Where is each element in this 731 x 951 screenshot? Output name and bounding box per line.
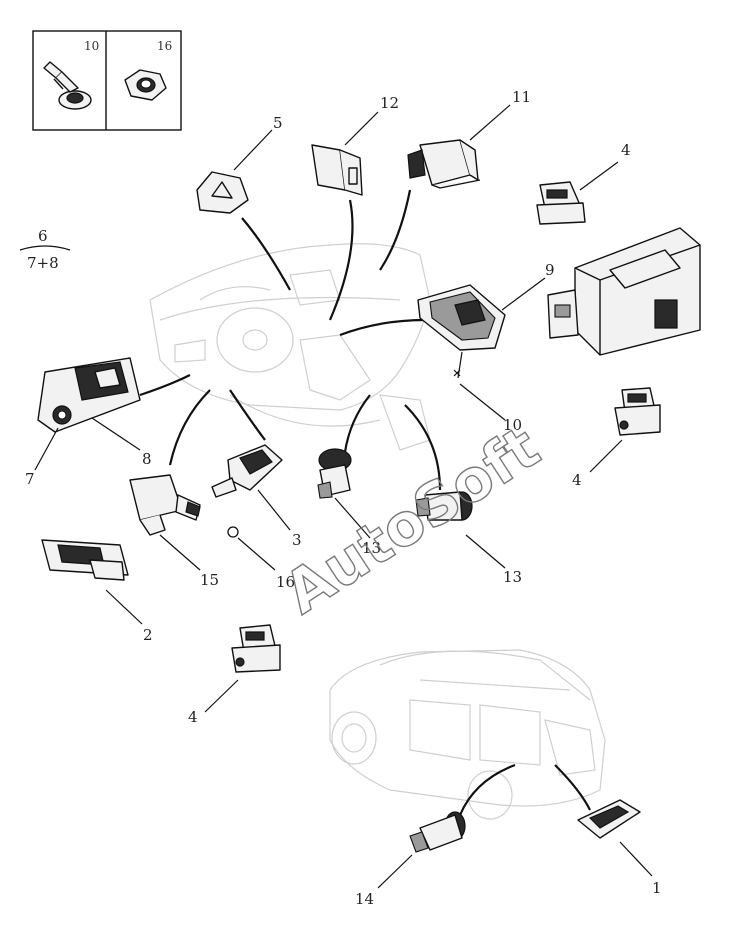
fraction-numerator: 6 bbox=[38, 227, 48, 245]
part-3-switch bbox=[211, 444, 283, 498]
part-2-window-switch bbox=[41, 539, 129, 581]
fraction-note: 6 7+8 bbox=[19, 227, 71, 272]
screw-icon bbox=[43, 61, 92, 110]
callout-4-bottom: 4 bbox=[188, 708, 198, 726]
callout-10: 10 bbox=[503, 416, 522, 434]
callout-11: 11 bbox=[512, 88, 531, 106]
part-4-switch-bottom bbox=[231, 624, 281, 673]
watermark-text: AutoSoft bbox=[272, 413, 551, 627]
nut-icon bbox=[124, 69, 167, 101]
part-13-socket-center bbox=[317, 448, 352, 499]
legend-label-16: 16 bbox=[157, 39, 172, 53]
part-4-switch-right bbox=[614, 387, 661, 436]
callout-12: 12 bbox=[380, 94, 399, 112]
callout-13-right: 13 bbox=[503, 568, 522, 586]
car-ghost bbox=[329, 649, 606, 820]
callout-16: 16 bbox=[276, 573, 295, 591]
part-15-brake-switch bbox=[129, 474, 201, 536]
part-5-hazard-switch bbox=[196, 171, 249, 214]
part-13-socket-right bbox=[415, 491, 473, 521]
callout-4-right: 4 bbox=[572, 471, 582, 489]
callout-14: 14 bbox=[355, 890, 374, 908]
part-12-relay bbox=[311, 144, 363, 196]
part-7-8-switch-cluster bbox=[37, 357, 141, 433]
callout-8: 8 bbox=[142, 450, 152, 468]
callout-5: 5 bbox=[273, 114, 283, 132]
callout-7: 7 bbox=[25, 470, 35, 488]
callout-labels: 1 2 3 4 4 4 5 7 8 9 10 11 12 13 13 14 15… bbox=[25, 88, 662, 908]
part-16-washer bbox=[227, 526, 239, 538]
part-11-switch bbox=[407, 139, 481, 189]
callout-4-top: 4 bbox=[621, 141, 631, 159]
part-14-reverse-lamp bbox=[409, 811, 466, 853]
legend-box: 10 16 bbox=[32, 30, 182, 131]
dashboard-ghost bbox=[149, 243, 431, 451]
part-9-console-panel bbox=[417, 284, 506, 351]
leader-lines bbox=[34, 104, 653, 889]
callout-13-center: 13 bbox=[362, 539, 381, 557]
callout-9: 9 bbox=[545, 261, 555, 279]
part-4-switch-top bbox=[536, 181, 586, 225]
callout-1: 1 bbox=[652, 879, 662, 897]
part-large-switch-module bbox=[547, 227, 701, 356]
part-1-license-lamp bbox=[577, 799, 641, 839]
connector-curves bbox=[139, 189, 591, 816]
callout-2: 2 bbox=[143, 626, 153, 644]
legend-label-10: 10 bbox=[84, 39, 99, 53]
callout-3: 3 bbox=[292, 531, 302, 549]
callout-15: 15 bbox=[200, 571, 219, 589]
fraction-denominator: 7+8 bbox=[27, 254, 59, 272]
